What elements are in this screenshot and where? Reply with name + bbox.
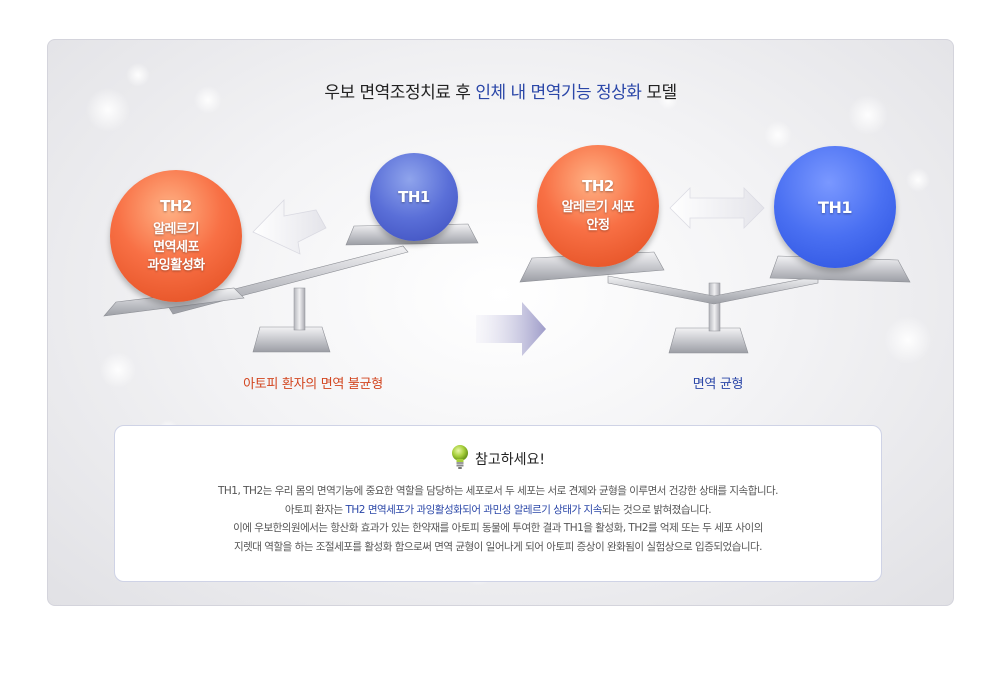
th1-left-name: TH1	[398, 188, 430, 206]
th2-right-name: TH2	[582, 177, 614, 195]
note-line-1: TH1, TH2는 우리 몸의 면역기능에 중요한 역할을 담당하는 세포로서 …	[217, 485, 779, 497]
note-heading: 참고하세요!	[115, 444, 881, 474]
note-line-4: 지렛대 역할을 하는 조절세포를 활성화 함으로써 면역 균형이 일어나게 되어…	[233, 540, 763, 553]
th2-left-line1: 알레르기	[153, 222, 199, 237]
th2-left-name: TH2	[160, 197, 192, 215]
th1-cell-left: TH1	[370, 153, 458, 241]
caption-imbalance: 아토피 환자의 면역 불균형	[243, 377, 383, 392]
right-scale-beam	[607, 275, 819, 305]
note-line-2: 아토피 환자는 TH2 면역세포가 과잉활성화되어 과민성 알레르기 상태가 지…	[115, 501, 881, 520]
th2-cell-right: TH2 알레르기 세포 안정	[537, 145, 659, 267]
note-body: TH1, TH2는 우리 몸의 면역기능에 중요한 역할을 담당하는 세포로서 …	[115, 482, 881, 556]
lightbulb-icon	[451, 444, 469, 474]
scales-illustration	[103, 187, 911, 356]
note-line-2-highlight: TH2 면역세포가 과잉활성화되어 과민성 알레르기 상태가 지속	[345, 503, 603, 516]
right-scale-post	[708, 282, 721, 332]
diagram-panel: 우보 면역조정치료 후 인체 내 면역기능 정상화 모델	[47, 39, 954, 606]
caption-balance: 면역 균형	[692, 377, 744, 392]
th2-left-line3: 과잉활성화	[147, 258, 205, 273]
title-part1: 우보 면역조정치료 후	[324, 83, 476, 103]
th1-right-name: TH1	[818, 197, 852, 217]
right-scale	[519, 251, 911, 354]
note-line-2-pre: 아토피 환자는	[284, 503, 346, 516]
double-arrow-icon	[669, 187, 765, 229]
th2-right-line2: 안정	[586, 218, 610, 233]
left-scale-post	[293, 287, 306, 331]
note-heading-text: 참고하세요!	[474, 452, 545, 468]
th2-right-line1: 알레르기 세포	[561, 200, 635, 215]
arrow-right-icon	[476, 302, 546, 356]
th2-cell-left: TH2 알레르기 면역세포 과잉활성화	[110, 170, 242, 302]
left-scale-base	[252, 326, 331, 353]
th1-cell-right: TH1	[774, 146, 896, 268]
note-box: 참고하세요! TH1, TH2는 우리 몸의 면역기능에 중요한 역할을 담당하…	[114, 425, 882, 582]
right-scale-base	[668, 327, 749, 354]
note-line-3: 이에 우보한의원에서는 항산화 효과가 있는 한약재를 아토피 동물에 투여한 …	[233, 522, 763, 534]
arrow-left-icon	[252, 199, 327, 255]
title-part2: 모델	[641, 83, 677, 103]
note-line-2-post: 되는 것으로 밝혀졌습니다.	[601, 503, 712, 516]
diagram-title: 우보 면역조정치료 후 인체 내 면역기능 정상화 모델	[48, 78, 953, 103]
th2-left-line2: 면역세포	[153, 240, 199, 255]
title-highlight: 인체 내 면역기능 정상화	[475, 83, 642, 103]
